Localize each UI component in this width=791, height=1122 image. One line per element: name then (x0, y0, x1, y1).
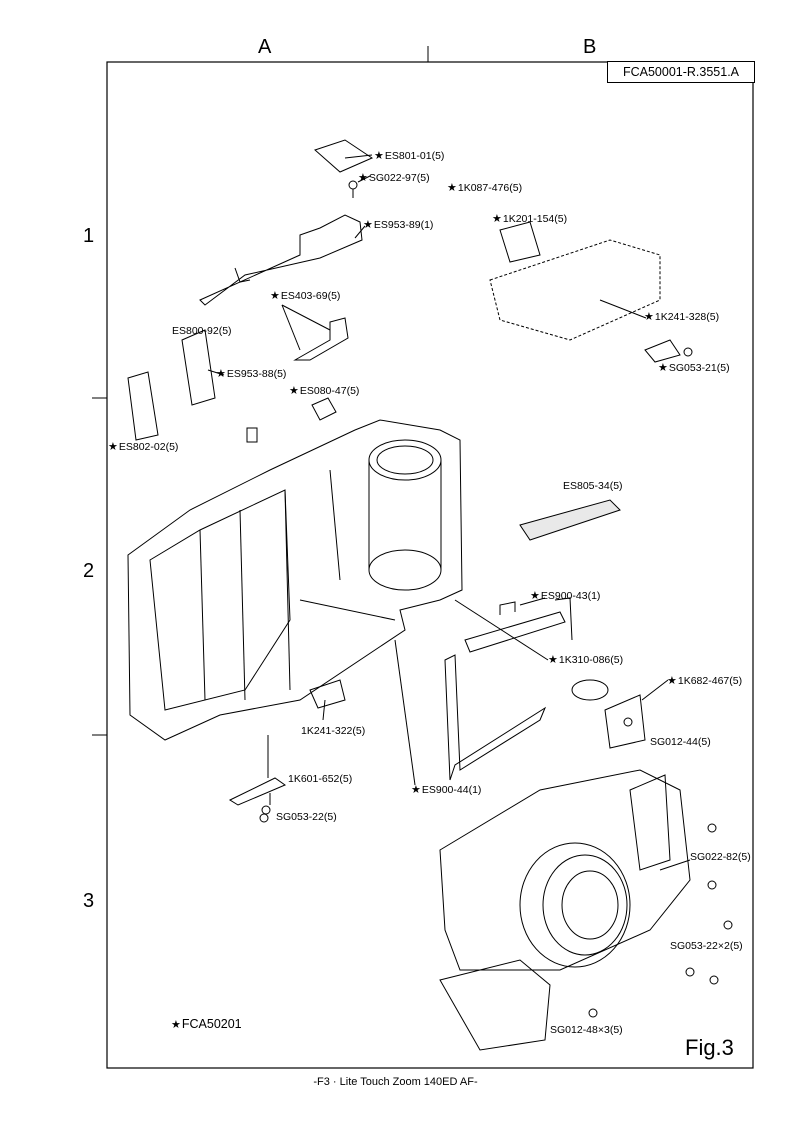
row-2-header: 2 (83, 560, 95, 582)
part-label-fca50201: FCA50201 (171, 1018, 242, 1031)
row-3-header: 3 (83, 890, 95, 912)
column-a-header: A (258, 36, 272, 58)
part-label-1k682: 1K682-467(5) (667, 675, 742, 687)
doc-id-box: FCA50001-R.3551.A (607, 61, 755, 83)
part-label-1k601: 1K601-652(5) (288, 773, 353, 785)
part-label-1k241-328: 1K241-328(5) (644, 311, 719, 323)
part-label-es953-88: ES953-88(5) (216, 368, 287, 380)
part-label-sg053-22x2: SG053-22×2(5) (670, 940, 743, 952)
part-label-sg012-48x3: SG012-48×3(5) (550, 1024, 623, 1036)
part-label-es900-44: ES900-44(1) (411, 784, 482, 796)
part-label-1k241-322: 1K241-322(5) (301, 725, 366, 737)
part-label-es900-43: ES900-43(1) (530, 590, 601, 602)
part-label-sg022-82: SG022-82(5) (690, 851, 751, 863)
part-label-es080: ES080-47(5) (289, 385, 360, 397)
part-label-es805: ES805-34(5) (563, 480, 623, 492)
part-label-es800: ES800-92(5) (172, 325, 232, 337)
part-label-1k310: 1K310-086(5) (548, 654, 623, 666)
part-label-sg022-97: SG022-97(5) (358, 172, 430, 184)
part-label-sg053-21: SG053-21(5) (658, 362, 730, 374)
figure-label: Fig.3 (685, 1035, 734, 1060)
part-label-es801: ES801-01(5) (374, 150, 445, 162)
row-1-header: 1 (83, 225, 95, 247)
part-label-es802: ES802-02(5) (108, 441, 179, 453)
part-label-1k087: 1K087-476(5) (447, 182, 522, 194)
column-b-header: B (583, 36, 597, 58)
part-label-es953-89: ES953-89(1) (363, 219, 434, 231)
part-label-1k201: 1K201-154(5) (492, 213, 567, 225)
part-label-sg012-44: SG012-44(5) (650, 736, 711, 748)
page-footer: -F3 · Lite Touch Zoom 140ED AF- (313, 1076, 478, 1088)
part-label-sg053-22: SG053-22(5) (276, 811, 337, 823)
part-label-es403: ES403-69(5) (270, 290, 341, 302)
